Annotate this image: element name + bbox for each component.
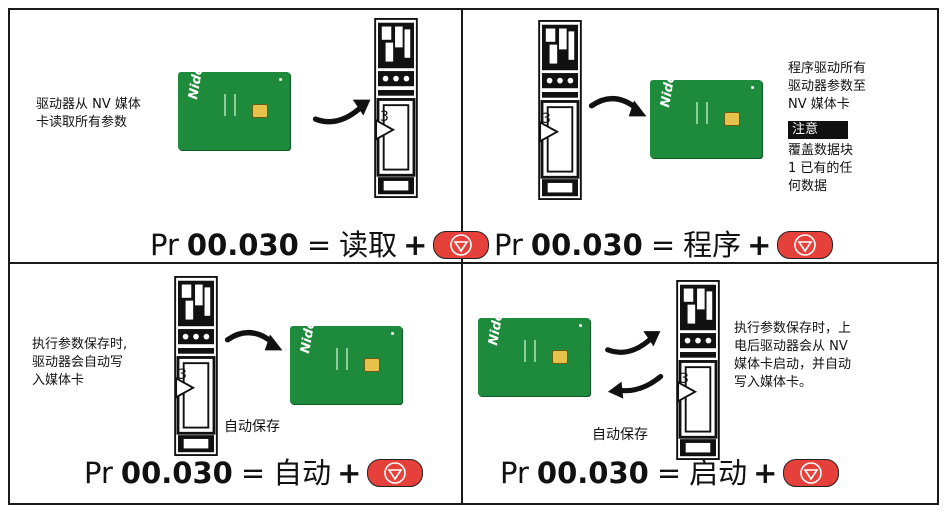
nv-media-card-icon: Nidec — [650, 65, 762, 158]
formula-plus: + — [747, 228, 772, 262]
curved-arrow-icon — [606, 368, 666, 402]
drive-slot-number: 3 — [178, 367, 187, 383]
nv-media-card-icon: Nidec — [478, 303, 590, 396]
formula-param: 00.030 — [536, 456, 649, 490]
formula-pr: Pr — [150, 228, 179, 262]
formula-equals: = — [656, 456, 682, 490]
boot-save-label: 自动保存 — [592, 427, 648, 443]
curved-arrow-icon — [224, 320, 286, 356]
formula-pr: Pr — [500, 456, 529, 490]
program-note-text: 覆盖数据块 1 已有的任 何数据 — [788, 143, 854, 194]
formula-equals: = — [650, 228, 676, 262]
card-chip-icon — [552, 350, 568, 364]
auto-save-label: 自动保存 — [224, 419, 280, 435]
boot-formula: Pr 00.030 = 启动 + — [500, 456, 840, 490]
formula-equals: = — [240, 456, 266, 490]
card-chip-icon — [252, 104, 268, 118]
formula-param: 00.030 — [120, 456, 233, 490]
stop-button-icon — [783, 459, 840, 487]
stop-button-icon — [777, 231, 834, 259]
formula-equals: = — [306, 228, 332, 262]
read-description: 驱动器从 NV 媒体 卡读取所有参数 — [36, 97, 141, 130]
formula-word: 启动 — [689, 456, 748, 490]
drive-slot-number: 3 — [380, 109, 389, 125]
formula-param: 00.030 — [186, 228, 299, 262]
nv-media-card-icon: Nidec — [290, 311, 402, 404]
formula-pr: Pr — [494, 228, 523, 262]
horizontal-divider — [10, 262, 939, 264]
formula-word: 自动 — [273, 456, 332, 490]
auto-description: 执行参数保存时, 驱动器会自动写 入媒体卡 — [32, 337, 128, 388]
card-chip-icon — [364, 358, 380, 372]
nv-media-card-icon: Nidec — [178, 57, 290, 150]
formula-pr: Pr — [84, 456, 113, 490]
program-description: 程序驱动所有 驱动器参数至 NV 媒体卡 — [788, 61, 867, 112]
formula-plus: + — [753, 456, 778, 490]
auto-formula: Pr 00.030 = 自动 + — [84, 456, 424, 490]
curved-arrow-icon — [588, 86, 650, 122]
curved-arrow-icon — [604, 326, 664, 360]
read-formula: Pr 00.030 = 读取 + — [150, 228, 490, 262]
formula-word: 读取 — [339, 228, 398, 262]
drive-slot-number: 3 — [680, 371, 689, 387]
curved-arrow-icon — [312, 94, 374, 130]
drive-slot-number: 3 — [542, 111, 551, 127]
formula-plus: + — [403, 228, 428, 262]
formula-plus: + — [337, 456, 362, 490]
diagram-frame — [8, 8, 939, 505]
card-chip-icon — [724, 112, 740, 126]
formula-param: 00.030 — [530, 228, 643, 262]
stop-button-icon — [433, 231, 490, 259]
stop-button-icon — [367, 459, 424, 487]
formula-word: 程序 — [683, 228, 742, 262]
boot-description: 执行参数保存时，上 电后驱动器会从 NV 媒体卡启动，并自动 写入媒体卡。 — [734, 321, 852, 390]
program-formula: Pr 00.030 = 程序 + — [494, 228, 834, 262]
note-label: 注意 — [788, 121, 848, 139]
